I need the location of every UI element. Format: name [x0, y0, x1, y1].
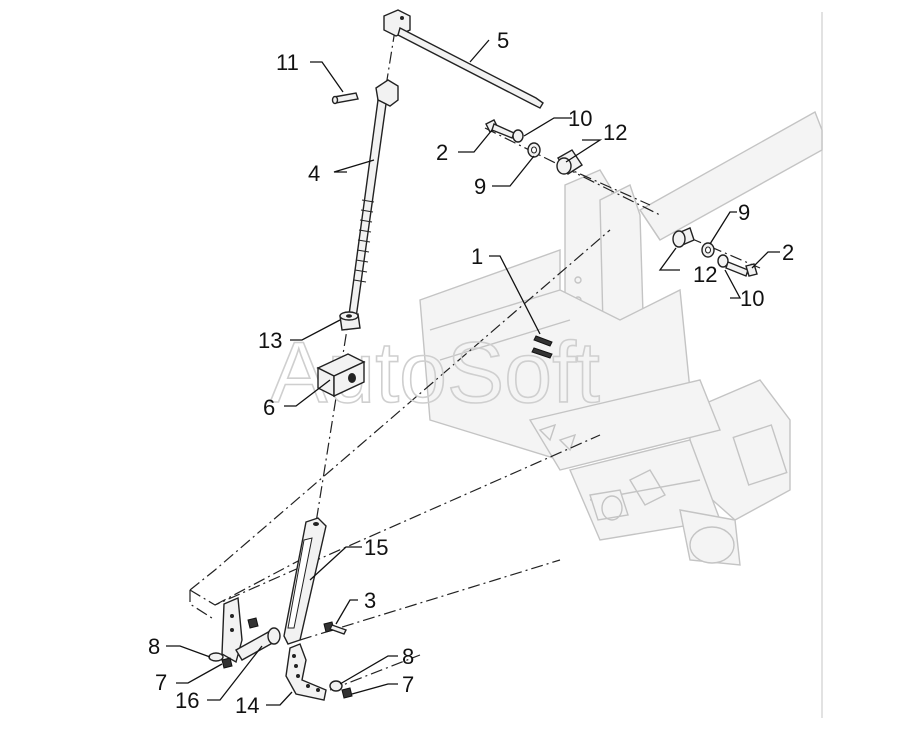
callout-10-right: 10 [740, 286, 764, 311]
part-8-washer-right [329, 680, 343, 692]
part-2-bolt-upper [485, 119, 515, 139]
callout-8-left: 8 [148, 634, 160, 659]
callout-2-right: 2 [782, 240, 794, 265]
part-1-bolts [531, 335, 553, 359]
callout-7-left: 7 [155, 670, 167, 695]
callout-16: 16 [175, 688, 199, 713]
callout-8-right: 8 [402, 644, 414, 669]
callout-3: 3 [364, 588, 376, 613]
part-5-rod [383, 9, 544, 109]
part-10-washer-right [717, 254, 729, 268]
callout-9-right: 9 [738, 200, 750, 225]
part-9-washer-right [701, 242, 715, 258]
callout-11: 11 [276, 50, 299, 75]
part-12-bushing-right [672, 227, 695, 248]
part-14-bracket [285, 643, 327, 701]
callout-9-upper: 9 [474, 174, 486, 199]
callout-12-upper: 12 [603, 120, 627, 145]
callout-2-upper: 2 [436, 140, 448, 165]
callout-6: 6 [263, 395, 275, 420]
part-10-washer-upper [512, 129, 524, 143]
callout-13: 13 [258, 328, 282, 353]
part-8-washer-left [208, 652, 224, 662]
machine-frame-background [419, 110, 823, 566]
callout-1: 1 [471, 244, 483, 269]
callout-4: 4 [308, 161, 320, 186]
part-2-bolt-right [725, 261, 758, 277]
callout-7-right: 7 [402, 672, 414, 697]
callout-14: 14 [235, 693, 259, 718]
part-15-slotted-arm [283, 517, 327, 645]
callout-leader-lines [166, 39, 780, 706]
callout-5: 5 [497, 28, 509, 53]
part-7-nut-right [341, 687, 353, 699]
callout-12-right: 12 [693, 262, 717, 287]
callout-15: 15 [364, 535, 388, 560]
part-11-pin [331, 92, 359, 105]
callout-10-upper: 10 [568, 106, 592, 131]
callout-labels: 5 11 4 2 10 12 9 9 2 12 10 1 13 6 15 3 8… [148, 28, 794, 718]
part-9-washer-upper [527, 142, 541, 158]
part-13-spacer [339, 311, 361, 331]
part-3-bolt [323, 621, 347, 635]
part-7-nut-left [221, 617, 259, 669]
part-4-threaded-rod [348, 79, 399, 320]
part-16-bracket-tube [221, 596, 281, 664]
part-6-block [316, 353, 366, 398]
